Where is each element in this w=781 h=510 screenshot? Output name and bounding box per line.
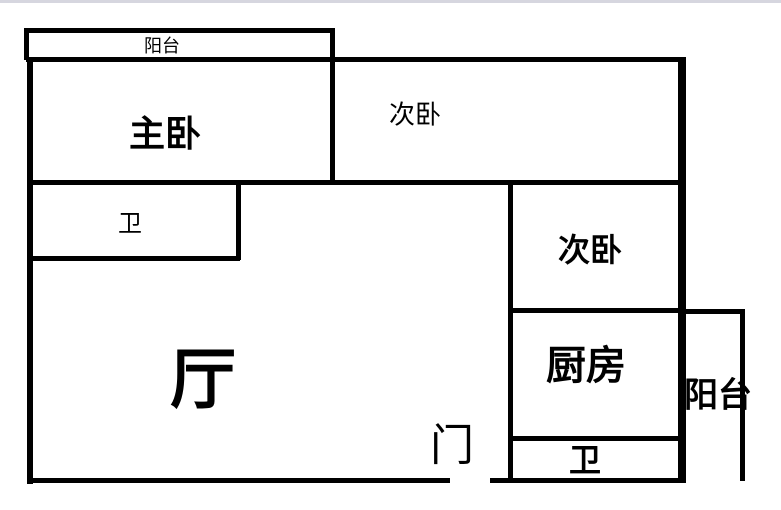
room-label-second-bedroom-right: 次卧 [557, 231, 623, 269]
wall [27, 478, 450, 483]
wall [27, 256, 240, 261]
room-label-second-bedroom-top: 次卧 [388, 100, 442, 131]
wall [27, 180, 682, 185]
wall [678, 57, 686, 483]
wall [330, 28, 335, 60]
wall [27, 57, 33, 484]
room-label-balcony-top: 阳台 [144, 36, 180, 57]
wall [330, 57, 335, 185]
wall [490, 478, 685, 483]
room-label-balcony-right: 阳台 [684, 375, 752, 416]
wall [740, 309, 745, 481]
room-label-bathroom-bottom: 卫 [568, 441, 602, 479]
wall [508, 436, 682, 441]
wall [508, 182, 513, 482]
top-border [0, 0, 781, 3]
wall [508, 308, 682, 313]
door-label: 门 [430, 420, 474, 471]
wall [236, 180, 241, 260]
room-label-bathroom-left: 卫 [118, 209, 142, 238]
wall [24, 28, 29, 60]
room-label-kitchen: 厨房 [546, 343, 626, 389]
wall [24, 28, 334, 33]
room-label-master-bedroom: 主卧 [128, 114, 202, 155]
wall [26, 57, 686, 62]
room-label-living-room: 厅 [170, 341, 236, 418]
wall [682, 309, 745, 314]
